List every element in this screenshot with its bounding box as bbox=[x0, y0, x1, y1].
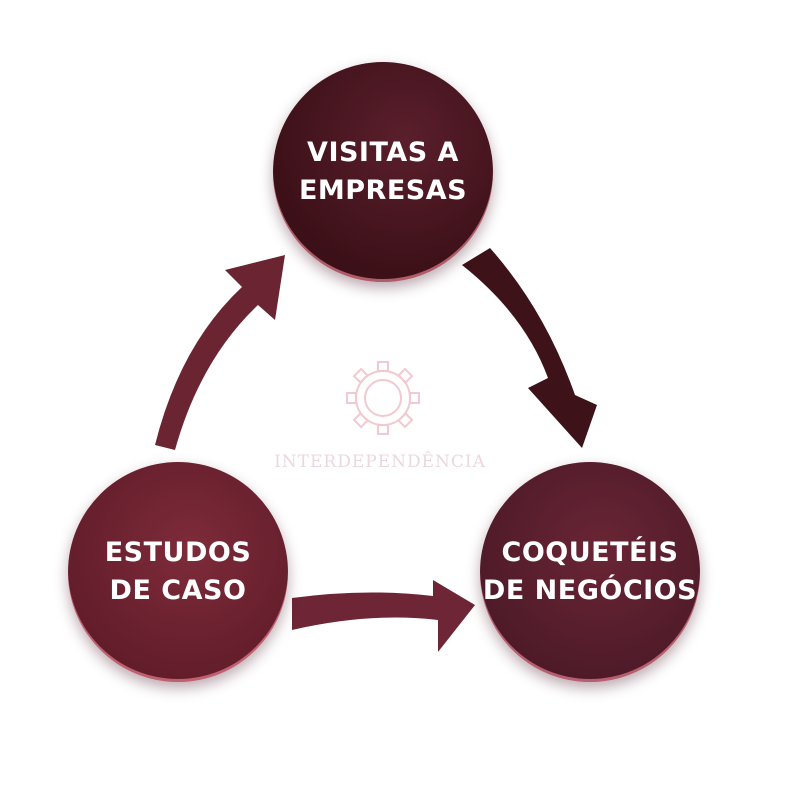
arrow-visitas-to-coqueteis bbox=[462, 248, 597, 448]
node-estudos-de-caso: ESTUDOS DE CASO bbox=[68, 462, 288, 682]
center-label: INTERDEPENDÊNCIA bbox=[274, 452, 486, 472]
arrow-estudos-to-coqueteis bbox=[292, 580, 475, 652]
node-label-estudos: ESTUDOS DE CASO bbox=[104, 537, 252, 606]
gear-icon bbox=[346, 361, 420, 435]
node-visitas-a-empresas: VISITAS A EMPRESAS bbox=[273, 62, 493, 282]
node-label-coqueteis: COQUETÉIS DE NEGÓCIOS bbox=[482, 537, 698, 606]
node-coqueteis-de-negocios: COQUETÉIS DE NEGÓCIOS bbox=[480, 462, 700, 682]
node-label-visitas: VISITAS A EMPRESAS bbox=[298, 137, 468, 206]
arrow-estudos-to-visitas bbox=[155, 255, 285, 450]
